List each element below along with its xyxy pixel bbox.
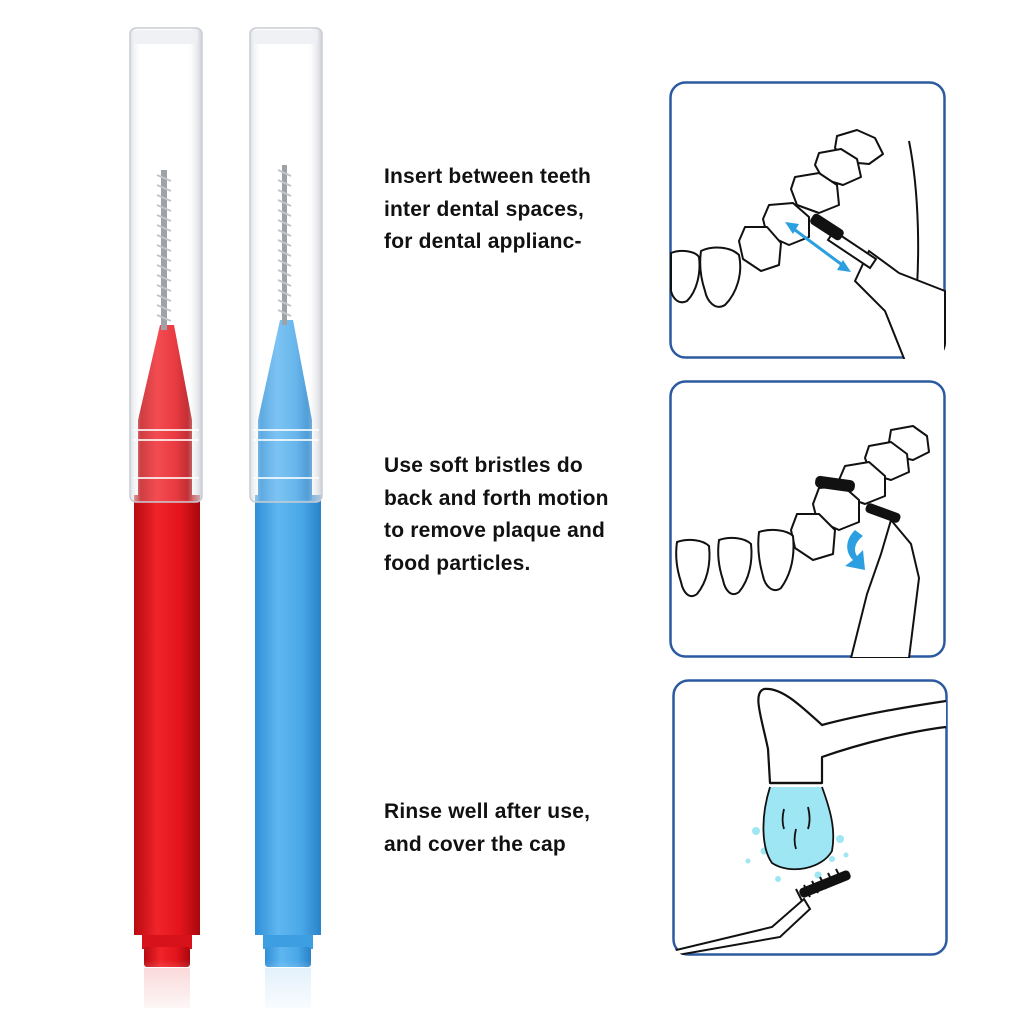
back-and-forth-icon: [669, 380, 946, 658]
tooth-insertion-icon: [669, 81, 946, 359]
step-2-illustration-panel: [669, 380, 946, 658]
blue-brush: [249, 27, 323, 1020]
step-1-line-3: for dental applianc-: [384, 230, 582, 253]
step-2-line-3: to remove plaque and: [384, 519, 606, 542]
step-3-line-2: and cover the cap: [384, 832, 566, 856]
step-2-line-4: food particles.: [384, 551, 531, 575]
product-image: [129, 27, 323, 1020]
step-3-illustration-panel: [672, 679, 948, 956]
step-2-instruction: Use soft bristles do back and forth moti…: [384, 450, 654, 580]
step-3-line-1: Rinse well after use,: [384, 800, 591, 823]
step-2-line-2: back and forth motion: [384, 486, 609, 510]
step-3-instruction: Rinse well after use, and cover the cap: [384, 796, 654, 861]
step-1-line-1: Insert between teeth: [384, 165, 592, 188]
step-2-line-1: Use soft bristles do: [384, 454, 583, 477]
red-brush: [129, 27, 203, 1020]
rinse-faucet-icon: [672, 679, 948, 956]
step-1-instruction: Insert between teeth inter dental spaces…: [384, 161, 654, 259]
step-1-line-2: inter dental spaces,: [384, 197, 585, 221]
step-1-illustration-panel: [669, 81, 946, 359]
